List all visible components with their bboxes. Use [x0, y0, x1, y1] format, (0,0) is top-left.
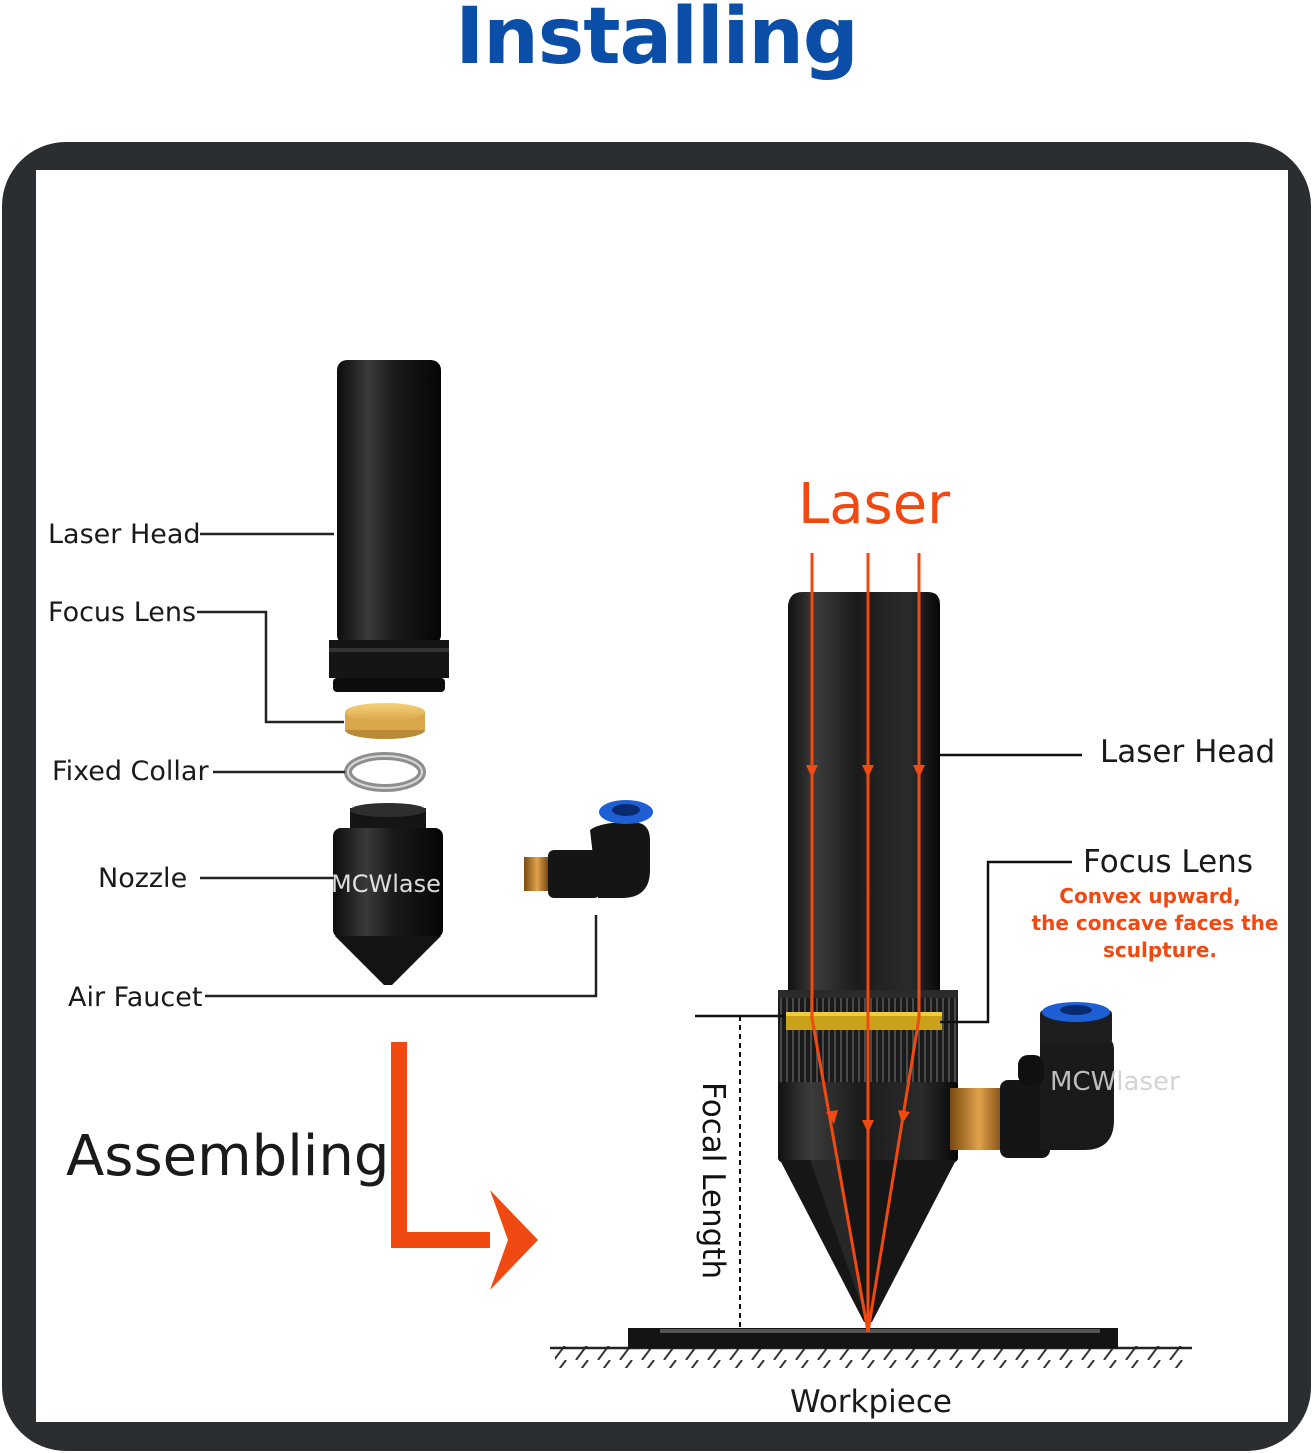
label-air-faucet: Air Faucet	[68, 982, 202, 1013]
workpiece	[550, 1328, 1192, 1368]
label-assembled-laser-head: Laser Head	[1100, 734, 1275, 770]
label-focal-length: Focal Length	[695, 1082, 731, 1279]
label-fixed-collar: Fixed Collar	[52, 756, 209, 787]
exploded-fixed-collar	[344, 752, 426, 792]
nozzle-watermark: MCWlaser	[331, 870, 451, 898]
beam-arrow-icons	[806, 765, 925, 1133]
label-laser-head: Laser Head	[48, 519, 201, 550]
label-assembled-focus-lens: Focus Lens	[1083, 844, 1253, 880]
assembled-callouts: Laser Head Focus Lens Convex upward, the…	[940, 734, 1279, 1024]
laser-beams	[810, 553, 921, 1333]
focus-lens-note-line-1: Convex upward,	[1059, 884, 1240, 908]
assembled-air-faucet	[950, 1002, 1114, 1158]
diagram-panel	[36, 170, 1288, 1422]
exploded-air-faucet	[524, 800, 653, 898]
focus-lens-note-line-3: sculpture.	[1103, 938, 1217, 962]
assembling-arrow-icon	[391, 1042, 538, 1290]
exploded-callouts: Laser Head Focus Lens Fixed Collar Nozzl…	[48, 519, 598, 1013]
label-laser: Laser	[798, 472, 951, 537]
exploded-laser-head	[329, 360, 449, 692]
focus-lens-note-line-2: the concave faces the	[1032, 911, 1279, 935]
page-title: Installing	[455, 0, 858, 82]
focal-length-marker: Focal Length	[695, 1014, 786, 1330]
exploded-nozzle: MCWlaser	[331, 803, 451, 985]
assembling-label: Assembling	[66, 1124, 389, 1189]
label-workpiece: Workpiece	[790, 1384, 952, 1420]
label-focus-lens: Focus Lens	[48, 597, 196, 628]
label-nozzle: Nozzle	[98, 863, 187, 894]
assembled-watermark: MCWlaser	[1050, 1067, 1180, 1097]
exploded-focus-lens	[345, 703, 425, 739]
